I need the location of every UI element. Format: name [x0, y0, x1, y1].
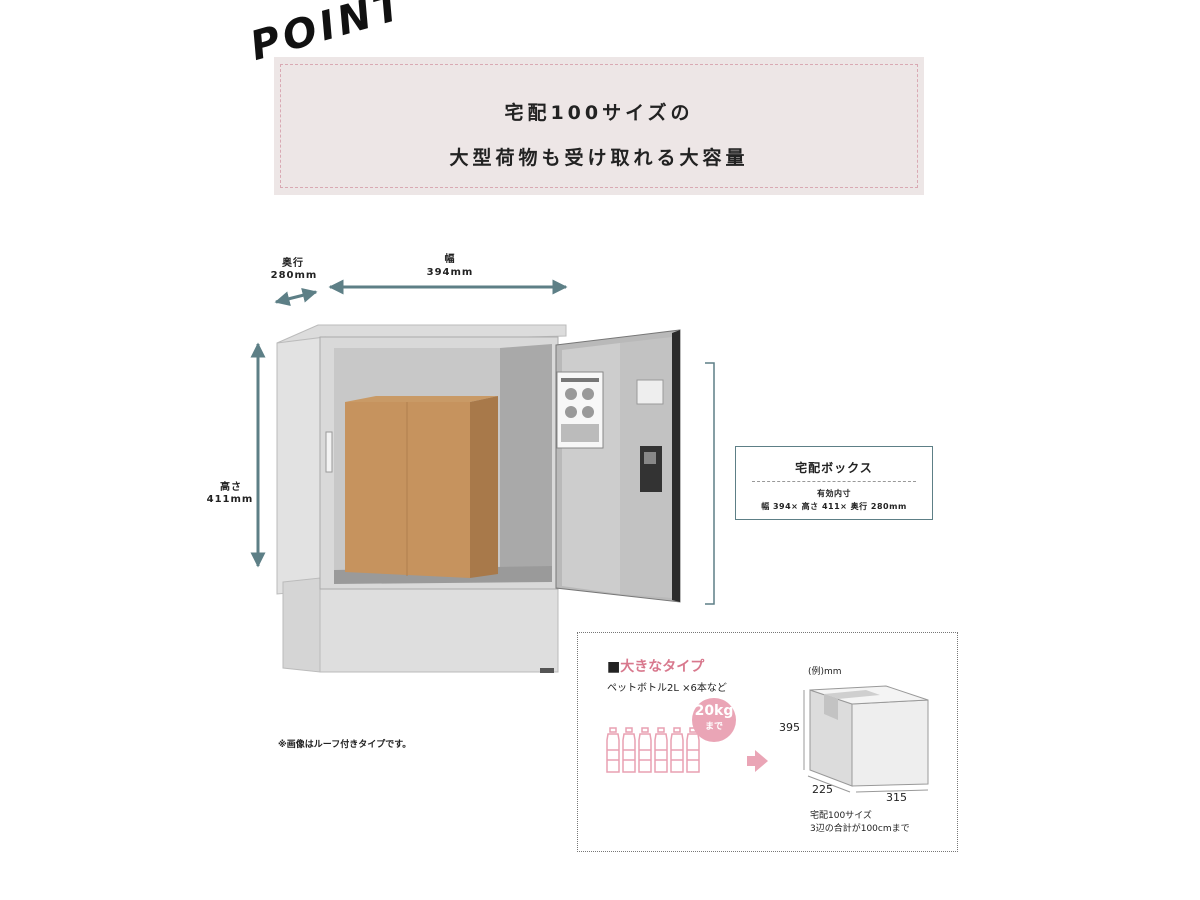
height-value: 411mm — [206, 494, 254, 505]
box-info-inner-label: 有効内寸 — [817, 489, 851, 498]
title-square-icon: ■ — [607, 659, 621, 675]
depth-value: 280mm — [270, 270, 318, 281]
box-info-card: 宅配ボックス 有効内寸 幅 394× 高さ 411× 奥行 280mm — [735, 446, 933, 520]
depth-label: 奥行 — [282, 258, 304, 269]
example-box-icon — [803, 685, 929, 793]
box-info-inner-dims: 幅 394× 高さ 411× 奥行 280mm — [761, 502, 907, 511]
point-banner — [274, 57, 924, 195]
example-caption-2: 3辺の合計が100cmまで — [810, 824, 910, 834]
example-width: 315 — [886, 791, 907, 804]
arrow-right-icon — [747, 750, 768, 772]
example-height: 395 — [779, 721, 800, 734]
box-info-title: 宅配ボックス — [795, 461, 873, 475]
large-type-subtitle: ペットボトル2L ×6本など — [607, 683, 727, 694]
weight-badge: 20kg まで — [692, 698, 736, 742]
example-depth: 225 — [812, 783, 833, 796]
large-type-panel — [577, 632, 958, 852]
side-panel — [276, 336, 326, 595]
weight-badge-value: 20kg — [694, 703, 734, 719]
depth-arrow — [274, 287, 318, 307]
large-type-title: ■大きなタイプ — [607, 659, 705, 675]
base-pedestal — [319, 579, 559, 673]
height-label: 高さ — [220, 482, 242, 493]
headline-line-2: 大型荷物も受け取れる大容量 — [449, 147, 749, 169]
width-value: 394mm — [426, 267, 474, 278]
example-caption-1: 宅配100サイズ — [810, 811, 872, 821]
image-note: ※画像はルーフ付きタイプです。 — [278, 740, 412, 750]
example-unit-label: (例)mm — [808, 667, 842, 677]
weight-badge-suffix: まで — [704, 722, 723, 732]
width-label: 幅 — [444, 254, 456, 265]
headline-line-1: 宅配100サイズの — [504, 102, 694, 124]
cardboard-top — [345, 396, 498, 402]
